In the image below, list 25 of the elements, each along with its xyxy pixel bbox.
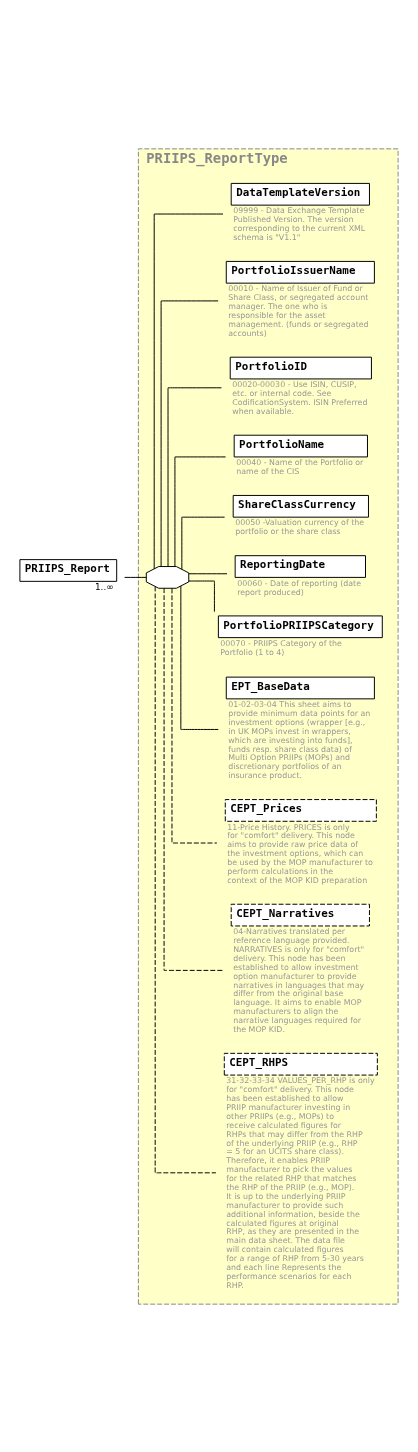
node-octagon — [145, 565, 190, 589]
node-label: 00060 - Date of reporting (date report produced) — [237, 578, 362, 597]
connector — [174, 455, 227, 567]
connector — [181, 516, 226, 570]
connector — [180, 585, 219, 730]
node-label: 04-Narratives translated per reference language provided. NARRATIVES is only for "comfort" delivery. This node has been established to allow investment option manufacturer to provide narratives in languages that may differ from the original base language. It aims to enable MOP manufacturers to align the narrative languages required for the MOP KID. — [233, 926, 365, 1034]
connector — [124, 576, 147, 578]
connector — [171, 587, 218, 843]
connector — [153, 213, 224, 569]
node-label: 00040 - Name of the Portfolio or name of the CIS — [236, 457, 364, 476]
node-label: 00070 - PRIIPS Category of the Portfolio (1 to 4) — [220, 638, 342, 657]
connector — [167, 386, 222, 567]
connector — [154, 585, 217, 1173]
node-label: 1..∞ — [94, 581, 114, 592]
connector — [188, 572, 228, 574]
node-label: 00020-00030 - Use ISIN, CUSIP, etc. or internal code. See CodificationSystem. ISIN Preferred when available. — [232, 379, 368, 416]
node-label: 31-32-33-34 VALUES_PER_RHP is only for "comfort" delivery. This node has been established to allow PRIIP manufacturer investing in other PRIIPs (e.g., MOPs) to receive calculated figures for RHPs that may differ from the RHP of the underlying PRIIP (e.g., RHP = 5 for an UCITS share class). Therefore, it enables PRIIP manufacturer to pick the values for the related RHP that matches the RHP of the PRIIP (e.g., MOP). It is up to the underlying PRIIP manufacturer to provide such additional information, beside the calculated figures at original RHP, as they are presented in the main data sheet. The data file will contain calculated figures for a range of RHP from 5-30 years and each line Represents the performance scenarios for each RHP. — [226, 1075, 375, 1290]
connector — [188, 580, 215, 612]
node-label: 11-Price History. PRICES is only for "comfort" delivery. This node aims to provide raw price data of the investment options, which can be used by the MOP manufacturer to perform calculations in the context of the MOP KID preparation — [227, 822, 373, 885]
node-label: 09999 - Data Exchange Template Published Version. The version corresponding to the current XML schema is "V1.1" — [233, 205, 366, 242]
connector — [163, 587, 224, 971]
node-label: 00050 -Valuation currency of the portfolio or the share class — [235, 517, 365, 536]
node-label: 01-02-03-04 This sheet aims to provide minimum data points for an investment options (wrapper [e.g., in UK MOPs invest in wrappers, which are investing into funds], funds resp. share class data) of Multi Option PRIIPs (MOPs) and discretionary portfolios of an insurance product. — [228, 699, 371, 780]
connector — [160, 299, 219, 567]
node-label: 00010 - Name of Issuer of Fund or Share Class, or segregated account manager. The one who is responsible for the asset management. (funds or segregated accounts) — [228, 283, 369, 338]
